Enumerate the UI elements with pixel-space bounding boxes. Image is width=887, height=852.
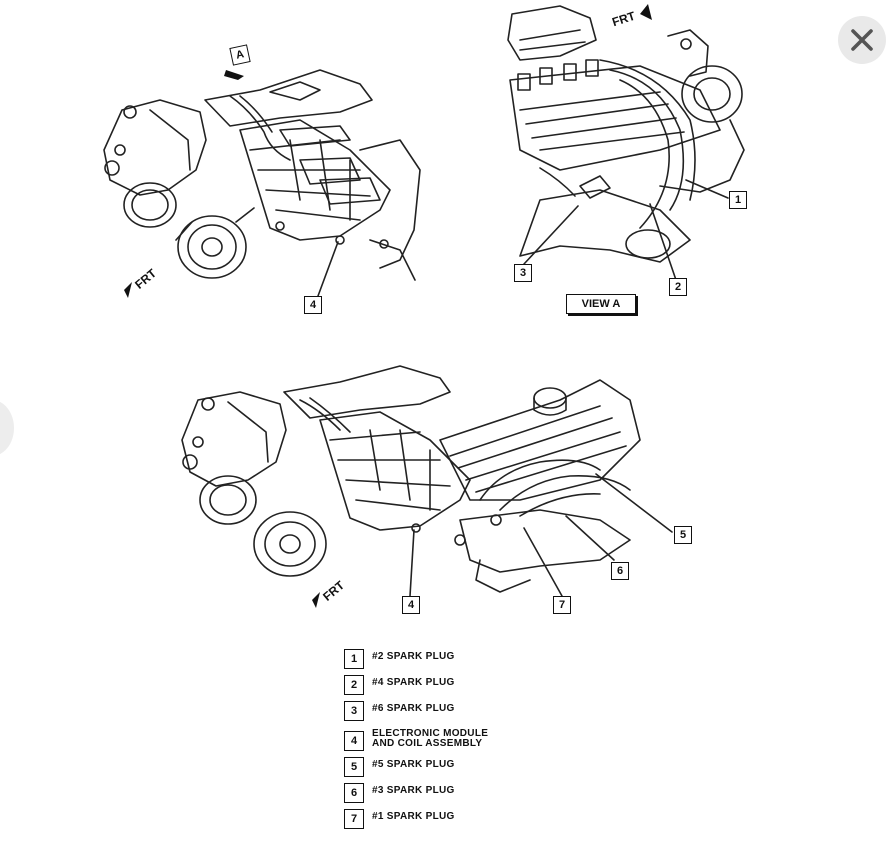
legend-label: #2 SPARK PLUG bbox=[372, 651, 455, 662]
legend-number: 3 bbox=[344, 701, 364, 721]
legend-item: 5 #5 SPARK PLUG bbox=[344, 755, 564, 781]
top-left-engine-drawing bbox=[103, 69, 421, 297]
callout-5: 5 bbox=[674, 526, 692, 544]
legend-number: 4 bbox=[344, 731, 364, 751]
legend-label: #4 SPARK PLUG bbox=[372, 677, 455, 688]
callout-6: 6 bbox=[611, 562, 629, 580]
legend-item: 6 #3 SPARK PLUG bbox=[344, 781, 564, 807]
callout-2: 2 bbox=[669, 278, 687, 296]
callout-4-bottom: 4 bbox=[402, 596, 420, 614]
legend-item: 3 #6 SPARK PLUG bbox=[344, 699, 564, 725]
legend-item: 7 #1 SPARK PLUG bbox=[344, 807, 564, 833]
legend-label: #3 SPARK PLUG bbox=[372, 785, 455, 796]
legend-item: 1 #2 SPARK PLUG bbox=[344, 647, 564, 673]
legend: 1 #2 SPARK PLUG 2 #4 SPARK PLUG 3 #6 SPA… bbox=[344, 647, 564, 833]
legend-number: 6 bbox=[344, 783, 364, 803]
previous-nav-tab[interactable] bbox=[0, 400, 14, 456]
legend-label: #1 SPARK PLUG bbox=[372, 811, 455, 822]
legend-label: ELECTRONIC MODULE AND COIL ASSEMBLY bbox=[372, 728, 489, 749]
callout-4-top: 4 bbox=[304, 296, 322, 314]
legend-label: #5 SPARK PLUG bbox=[372, 759, 455, 770]
close-icon bbox=[851, 29, 873, 51]
legend-number: 7 bbox=[344, 809, 364, 829]
close-button[interactable] bbox=[838, 16, 886, 64]
callout-7: 7 bbox=[553, 596, 571, 614]
legend-item: 4 ELECTRONIC MODULE AND COIL ASSEMBLY bbox=[344, 725, 564, 755]
legend-number: 2 bbox=[344, 675, 364, 695]
frt-arrow-shapes bbox=[124, 4, 652, 608]
legend-number: 1 bbox=[344, 649, 364, 669]
callout-1: 1 bbox=[729, 191, 747, 209]
bottom-engine-drawing bbox=[181, 365, 673, 597]
view-a-callout: A bbox=[229, 44, 251, 66]
callout-3: 3 bbox=[514, 264, 532, 282]
view-a-drawing bbox=[507, 5, 745, 281]
view-a-label: VIEW A bbox=[566, 294, 636, 314]
legend-number: 5 bbox=[344, 757, 364, 777]
legend-label: #6 SPARK PLUG bbox=[372, 703, 455, 714]
legend-item: 2 #4 SPARK PLUG bbox=[344, 673, 564, 699]
